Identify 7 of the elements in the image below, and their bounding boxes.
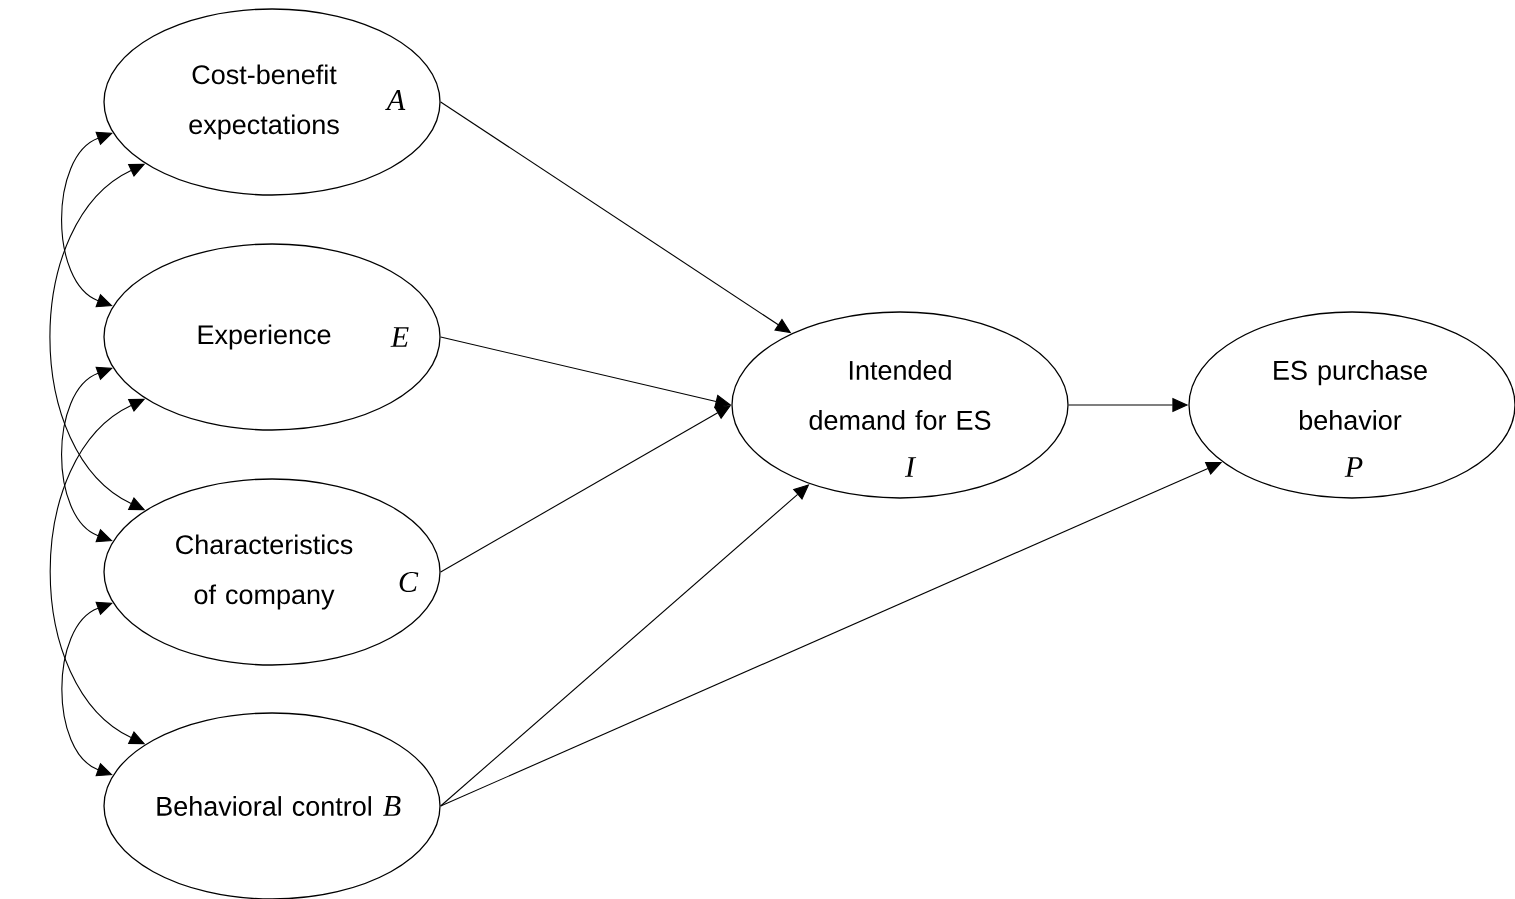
arrow [61,601,113,777]
ellipse-node: Experience E [103,243,441,431]
ellipse-node: Characteristics of company C [103,478,441,666]
ellipse-node: Cost-benefit expectations A [103,8,441,196]
arrow [61,366,113,543]
arrow [61,131,113,308]
ellipse-node: Intended demand for ES I [731,311,1069,499]
